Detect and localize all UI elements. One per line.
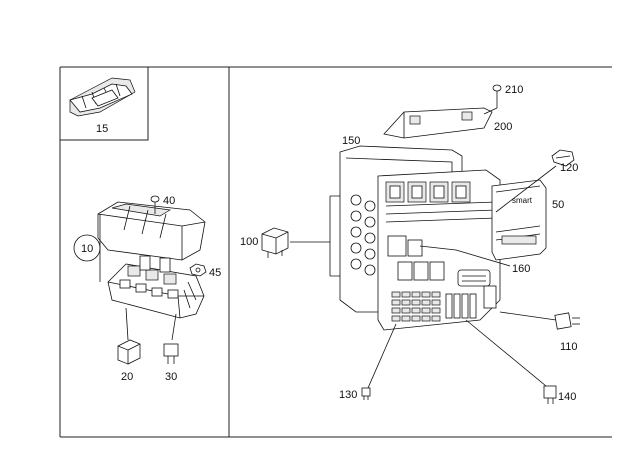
part-40-screw[interactable] <box>150 195 160 214</box>
callout-130: 130 <box>339 389 357 401</box>
logo-text: smart <box>512 196 533 205</box>
diagram-frame <box>59 66 612 438</box>
callout-40: 40 <box>163 195 175 207</box>
callout-210: 210 <box>505 84 523 96</box>
callout-15: 15 <box>96 123 108 135</box>
callout-120: 120 <box>560 162 578 174</box>
central-electrical-box[interactable] <box>377 169 501 331</box>
part-130-fuse[interactable] <box>361 387 371 400</box>
callout-200: 200 <box>494 121 512 133</box>
part-210-screw[interactable] <box>492 84 502 108</box>
callout-100: 100 <box>240 236 258 248</box>
callout-30: 30 <box>165 371 177 383</box>
callout-45: 45 <box>209 267 221 279</box>
part-100-relay[interactable] <box>261 227 289 258</box>
part-120-clip[interactable] <box>551 149 575 167</box>
callout-110: 110 <box>560 341 578 353</box>
callout-20: 20 <box>121 371 133 383</box>
callout-10: 10 <box>81 243 93 255</box>
callout-50: 50 <box>552 199 564 211</box>
part-110-fuse[interactable] <box>554 312 580 330</box>
part-15-connector[interactable] <box>69 77 136 117</box>
part-20-relay[interactable] <box>117 339 141 365</box>
part-30-fuse[interactable] <box>163 343 179 364</box>
part-10-fuse-box[interactable] <box>97 201 206 319</box>
part-200-cover[interactable] <box>383 107 493 139</box>
callout-150: 150 <box>342 135 360 147</box>
callout-160: 160 <box>512 263 530 275</box>
part-45-nut[interactable] <box>189 263 207 277</box>
part-140-fuse[interactable] <box>543 385 557 404</box>
part-50-module[interactable] <box>491 179 547 261</box>
callout-140: 140 <box>558 391 576 403</box>
